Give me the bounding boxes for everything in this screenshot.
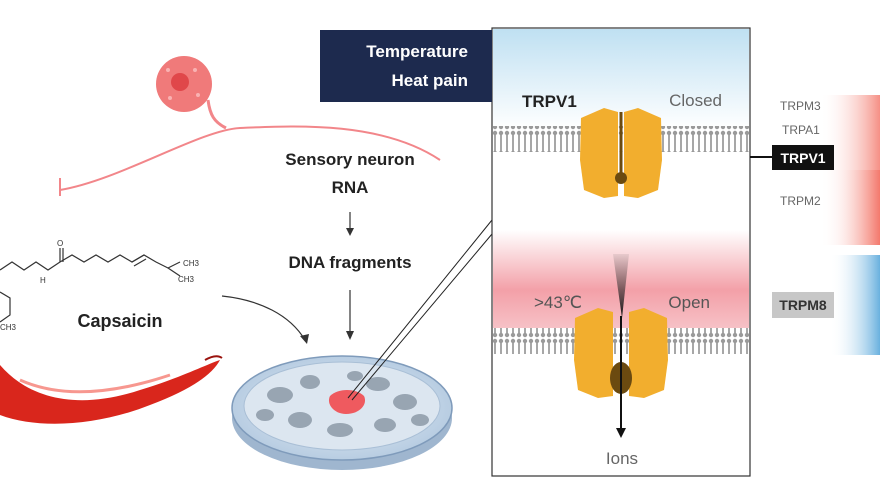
- sensory-neuron-illustration: [59, 56, 441, 196]
- cold-band: [830, 255, 880, 355]
- ions-label: Ions: [606, 449, 638, 468]
- zoom-line-bottom: [351, 233, 493, 401]
- title-box: Temperature Heat pain: [320, 30, 492, 102]
- chem-ch3-label-b: CH3: [178, 275, 195, 284]
- capsaicin-label: Capsaicin: [77, 311, 162, 331]
- title-line-temperature: Temperature: [366, 42, 468, 61]
- zoom-line-top: [347, 219, 493, 399]
- step-dna-fragments: DNA fragments: [288, 253, 411, 272]
- petri-dish: [231, 355, 453, 470]
- chem-h-label: H: [40, 276, 46, 285]
- title-line-heat-pain: Heat pain: [391, 71, 468, 90]
- trpm8-highlight-box: [772, 292, 834, 318]
- channel-trpa1: TRPA1: [782, 123, 820, 137]
- trpv1-channel-open: [574, 308, 668, 438]
- step-sensory-neuron: Sensory neuron: [285, 150, 414, 169]
- neuron-nucleus: [171, 73, 189, 91]
- channel-trpm2: TRPM2: [780, 194, 821, 208]
- workflow-steps: Sensory neuron RNA DNA fragments: [285, 150, 415, 340]
- channel-trpm8: TRPM8: [779, 297, 827, 313]
- chem-ch3-label-a: CH3: [183, 259, 200, 268]
- channel-trpv1: TRPV1: [780, 150, 825, 166]
- cultured-cells: [256, 371, 429, 437]
- trpv1-channel-closed: [580, 108, 662, 198]
- open-label: Open: [668, 293, 710, 312]
- temperature-bands: [820, 95, 880, 355]
- capsaicin-to-dish-arrow: [221, 295, 306, 341]
- ion-beam: [613, 254, 629, 318]
- chili-pepper: [0, 355, 223, 424]
- channel-panel: TRPV1 Closed >43℃ Open Ions: [491, 27, 751, 477]
- chem-o-label: O: [57, 239, 63, 248]
- chem-ch3-label-c: CH3: [0, 323, 17, 332]
- step-rna: RNA: [332, 178, 369, 197]
- temperature-threshold-label: >43℃: [534, 293, 582, 312]
- channel-trpm3: TRPM3: [780, 99, 821, 113]
- trpv1-highlight-box: [772, 145, 834, 170]
- trpv1-panel-label: TRPV1: [522, 92, 577, 111]
- capsaicin-structure: [0, 248, 181, 323]
- closed-label: Closed: [669, 91, 722, 110]
